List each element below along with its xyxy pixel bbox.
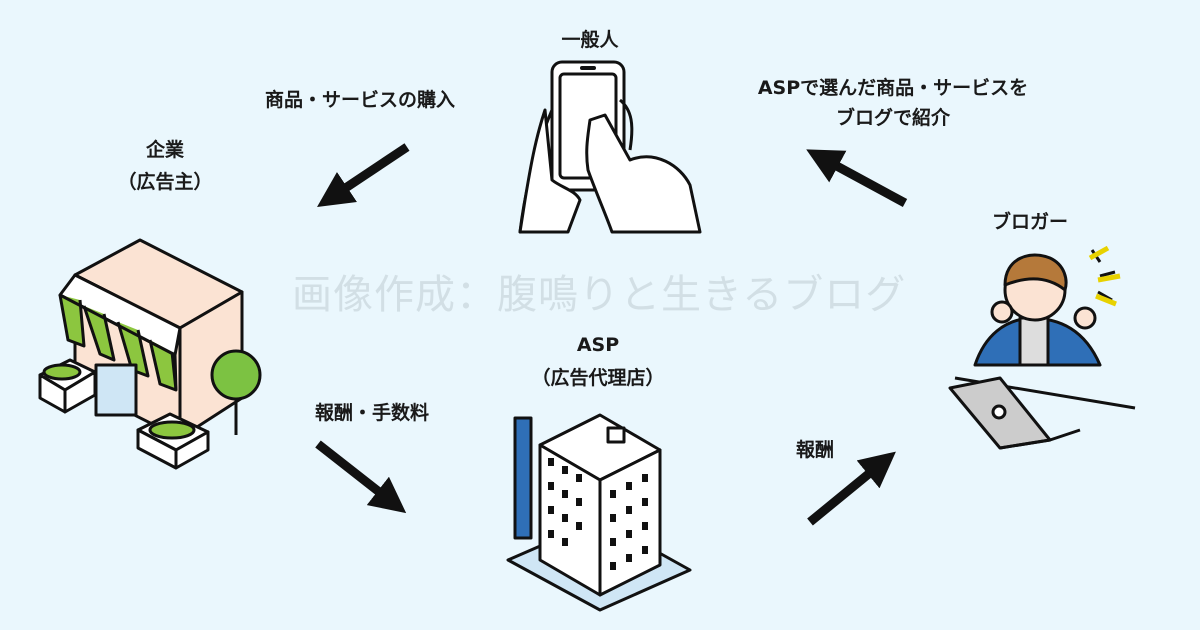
company-sublabel: （広告主） [117,171,213,193]
smartphone-hands-illustration [518,60,702,234]
asp-sublabel: （広告代理店） [531,367,665,389]
blogger-label: ブロガー [991,211,1069,233]
purchase-label: 商品・サービスの購入 [264,89,456,111]
arrow-purchase [317,143,410,207]
office-building-illustration [506,413,692,612]
arrow-fee [315,440,407,514]
blogger-illustration [948,245,1136,450]
shop-illustration [38,238,262,470]
company-label: 企業 [145,139,185,161]
asp-label: ASP [576,334,620,356]
fee-label: 報酬・手数料 [314,402,430,424]
introduce-label-line2: ブログで紹介 [835,107,951,129]
arrow-introduce [806,149,908,207]
arrow-reward [807,451,896,526]
introduce-label-line1: ASPで選んだ商品・サービスを [757,77,1029,99]
public-label: 一般人 [561,29,619,51]
reward-label: 報酬 [795,439,835,461]
watermark: 画像作成：腹鳴りと生きるブログ [292,272,907,318]
